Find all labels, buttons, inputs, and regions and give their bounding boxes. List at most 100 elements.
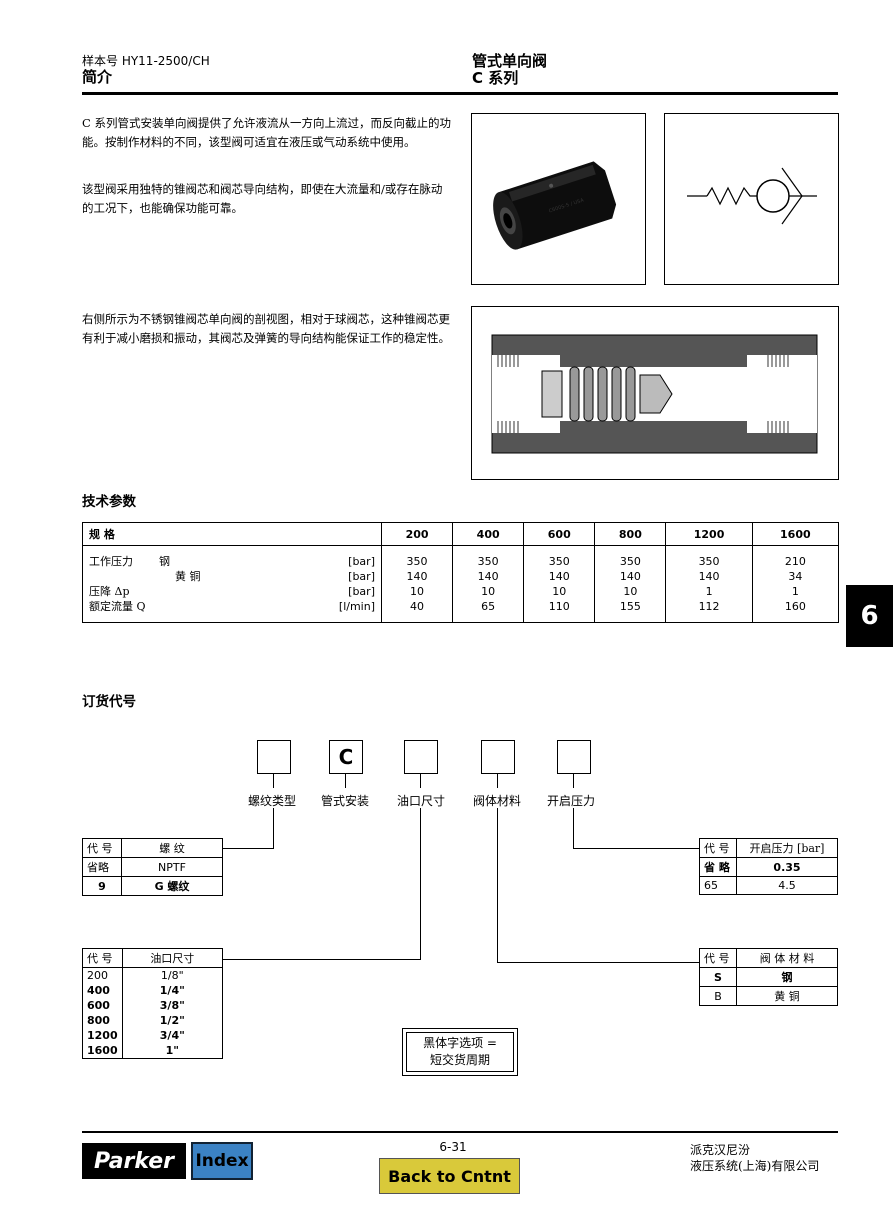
- param-label: 压降 Δp: [89, 585, 130, 598]
- leader-line: [497, 962, 699, 963]
- value: 140: [698, 570, 720, 583]
- code-box-thread: [257, 740, 291, 774]
- product-photo: C600S-5 / USA: [471, 113, 646, 285]
- value: 10: [481, 585, 496, 598]
- code-cell: B: [699, 986, 737, 1006]
- catalog-number: 样本号 HY11-2500/CH: [82, 54, 210, 68]
- param-sub: 钢: [159, 555, 170, 568]
- param-unit: [bar]: [348, 570, 375, 583]
- leader-line: [497, 808, 498, 962]
- tick-line: [573, 774, 574, 788]
- tick-line: [273, 774, 274, 788]
- value: 140: [619, 570, 641, 583]
- code-box-mounting: C: [329, 740, 363, 774]
- note-line-1: 黑体字选项 =: [423, 1036, 497, 1050]
- label-mounting: 管式安装: [321, 794, 370, 808]
- col-header: 开启压力 [bar]: [736, 838, 838, 858]
- tick-line: [497, 774, 498, 788]
- col-header: 代 号: [699, 838, 737, 858]
- code-box-material: [481, 740, 515, 774]
- param-label: 额定流量 Q: [89, 600, 146, 613]
- size-header: 1200: [665, 522, 753, 546]
- spec-table: 规 格 200 400 600 800 1200 1600 工作压力 钢 [bar]…: [82, 522, 840, 623]
- leader-line: [222, 959, 421, 960]
- size-header: 200: [380, 522, 454, 546]
- param-sub: 黄 铜: [175, 570, 201, 583]
- product-title: 管式单向阀: [472, 52, 548, 70]
- code-cell: 1600: [82, 1043, 123, 1059]
- value: 350: [477, 555, 499, 568]
- code-cell: 9: [82, 876, 122, 896]
- chapter-tab[interactable]: 6: [846, 585, 893, 647]
- col-header: 油口尺寸: [121, 948, 224, 968]
- valve-cross-section-illustration: [491, 334, 818, 454]
- value-cell: NPTF: [121, 857, 223, 877]
- value: 10: [410, 585, 425, 598]
- value-cell: 1/2": [121, 1013, 224, 1028]
- label-body-material: 阀体材料: [473, 794, 522, 808]
- tick-line: [345, 774, 346, 788]
- value: 40: [410, 600, 425, 613]
- param-unit: [bar]: [348, 555, 375, 568]
- label-cracking-pressure: 开启压力: [547, 794, 596, 808]
- check-valve-symbol-icon: [687, 167, 817, 225]
- value: 140: [406, 570, 428, 583]
- col-header: 代 号: [699, 948, 737, 968]
- spec-header-row: 规 格 200 400 600 800 1200 1600: [82, 522, 840, 546]
- code-cell: 省 略: [699, 857, 737, 877]
- param-unit: [bar]: [348, 585, 375, 598]
- value-cell: 4.5: [736, 876, 838, 895]
- index-button[interactable]: Index: [191, 1142, 253, 1180]
- leader-line: [273, 808, 274, 848]
- code-cell: 400: [82, 983, 123, 998]
- spec-body-row: 工作压力钢[bar] 黄 铜[bar] 压降 Δp[bar] 额定流量 Q[l/…: [82, 545, 840, 623]
- value: 1: [705, 585, 713, 598]
- size-values-cell: 350 140 10 40: [380, 545, 454, 623]
- tick-line: [420, 774, 421, 788]
- code-cell: 600: [82, 998, 123, 1013]
- size-header: 800: [594, 522, 667, 546]
- code-cell: 65: [699, 876, 737, 895]
- value: 140: [477, 570, 499, 583]
- intro-paragraph-1: C 系列管式安装单向阀提供了允许液流从一方向上流过，而反向截止的功能。按制作材料…: [82, 116, 451, 149]
- series-title: C 系列: [472, 69, 519, 87]
- footer-rule: [82, 1131, 838, 1133]
- leader-line: [573, 808, 574, 848]
- intro-paragraph-2: 该型阀采用独特的锥阀芯和阀芯导向结构，即使在大流量和/或存在脉动的工况下，也能确…: [82, 182, 443, 215]
- col-header: 代 号: [82, 948, 123, 968]
- page-number: 6-31: [439, 1140, 467, 1154]
- size-header: 600: [523, 522, 596, 546]
- value: 112: [698, 600, 720, 613]
- value: 350: [406, 555, 428, 568]
- company-name-line-2: 液压系统(上海)有限公司: [690, 1159, 820, 1173]
- size-header: 400: [452, 522, 525, 546]
- code-cell: 200: [82, 967, 123, 983]
- param-label: 工作压力: [89, 555, 133, 568]
- back-to-contents-button[interactable]: Back to Cntnt: [379, 1158, 520, 1194]
- col-header: 阀 体 材 料: [736, 948, 838, 968]
- leader-line: [573, 848, 699, 849]
- value-cell: 1/8": [121, 967, 224, 983]
- company-name-line-1: 派克汉尼汾: [690, 1143, 751, 1157]
- value: 110: [548, 600, 570, 613]
- tech-section-title: 技术参数: [82, 494, 136, 510]
- code-cell: 省略: [82, 857, 122, 877]
- value-cell: 1/4": [121, 983, 224, 998]
- valve-photo-illustration: C600S-5 / USA: [493, 161, 617, 250]
- intro-paragraph-3: 右侧所示为不锈钢锥阀芯单向阀的剖视图，相对于球阀芯，这种锥阀芯更有利于减小磨损和…: [82, 312, 450, 345]
- bold-option-note: 黑体字选项 = 短交货周期: [402, 1028, 518, 1076]
- parker-logo: Parker: [82, 1143, 186, 1179]
- value-cell: 0.35: [736, 857, 838, 877]
- code-cell: S: [699, 967, 737, 987]
- value-cell: 1": [121, 1043, 224, 1059]
- code-box-cracking: [557, 740, 591, 774]
- header-rule: [82, 92, 838, 95]
- spec-labels-cell: 工作压力钢[bar] 黄 铜[bar] 压降 Δp[bar] 额定流量 Q[l/…: [82, 545, 382, 623]
- spec-label-header: 规 格: [82, 522, 382, 546]
